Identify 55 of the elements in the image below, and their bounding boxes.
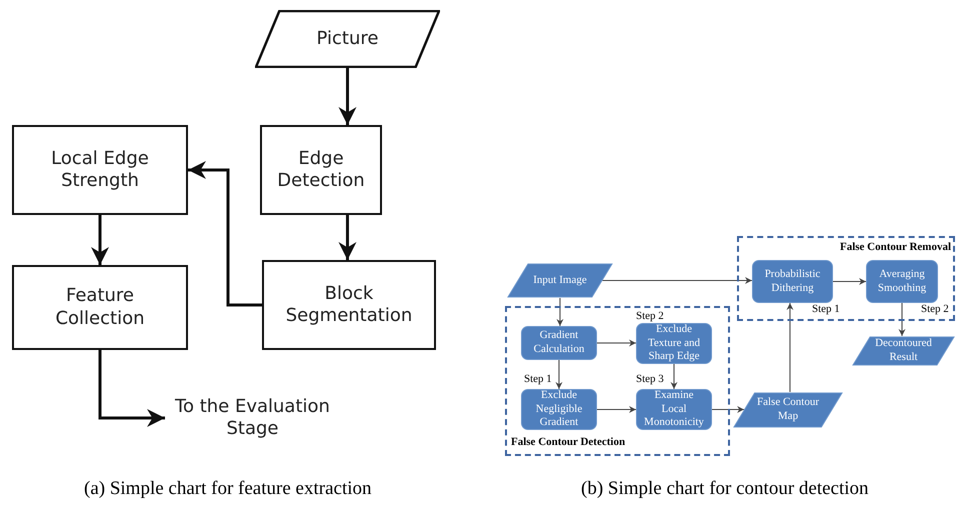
dashed-group-frame [505, 306, 730, 456]
arrow [786, 302, 794, 392]
arrow [712, 406, 745, 413]
node-label: Decontoured Result [874, 337, 933, 365]
target-text: To the Evaluation Stage [174, 396, 331, 440]
step-label: Step 3 [636, 373, 664, 385]
node-label: Edge Detection [276, 148, 366, 192]
node-label: Input Image [533, 274, 587, 288]
process-box [636, 389, 712, 430]
process-box [636, 323, 712, 364]
node-label: Exclude Texture and Sharp Edge [646, 322, 702, 364]
arrow [670, 364, 678, 390]
process-box [12, 125, 188, 215]
arrow [832, 278, 866, 285]
step-label: Step 1 [524, 373, 552, 385]
node-label: Block Segmentation [284, 282, 414, 328]
step-label: Step 2 [921, 303, 949, 315]
dashed-group-frame [737, 236, 955, 321]
step-label: Step 1 [812, 303, 840, 315]
process-box [12, 265, 188, 350]
node-label: Averaging Smoothing [876, 268, 928, 296]
figure-caption: (b) Simple chart for contour detection [581, 478, 869, 500]
data-parallelogram [255, 10, 440, 68]
step-label: Step 2 [636, 310, 664, 322]
node-label: Picture [316, 28, 378, 50]
arrow [596, 406, 636, 413]
data-parallelogram [507, 263, 613, 298]
node-label: False Contour Map [756, 396, 820, 424]
group-title: False Contour Removal [840, 241, 951, 253]
process-box [260, 125, 382, 215]
arrow [602, 277, 752, 284]
data-parallelogram [852, 336, 955, 366]
process-box [521, 389, 597, 430]
process-box [262, 260, 436, 350]
node-label: Exclude Negligible Gradient [534, 388, 584, 430]
node-label: Gradient Calculation [532, 329, 586, 357]
node-label: Feature Collection [54, 285, 146, 330]
arrow [556, 360, 562, 390]
arrow [556, 298, 564, 326]
arrow [596, 340, 636, 346]
arrow [188, 161, 262, 306]
node-label: Probabilistic Dithering [764, 268, 822, 296]
arrow [338, 215, 356, 260]
figure-caption: (a) Simple chart for feature extraction [84, 478, 372, 500]
process-box [866, 260, 938, 303]
node-label: Local Edge Strength [50, 148, 150, 192]
process-box [521, 326, 597, 360]
arrow [898, 302, 906, 336]
data-parallelogram [733, 392, 843, 428]
arrow [98, 350, 165, 427]
group-title: False Contour Detection [511, 436, 626, 448]
node-label: Examine Local Monotonicity [643, 388, 705, 430]
arrow [91, 215, 109, 265]
process-box [752, 260, 833, 303]
arrow [338, 68, 356, 125]
